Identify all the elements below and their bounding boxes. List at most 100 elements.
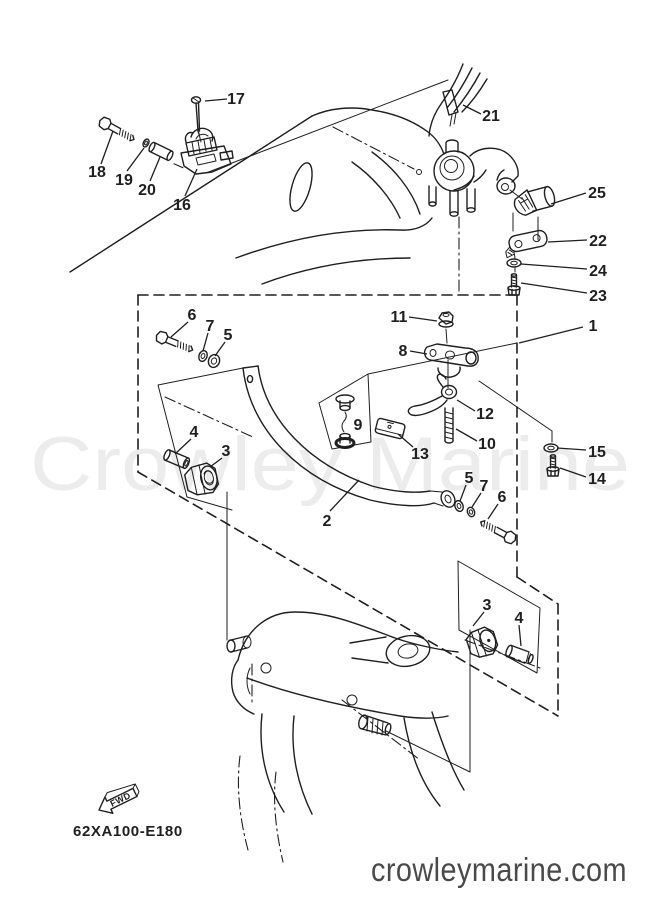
callout-18-1[interactable]: 18: [88, 164, 106, 181]
clamp-stud: [358, 714, 392, 736]
assembly-line-1: [367, 342, 518, 375]
part-nut-3b: [465, 626, 499, 658]
callout-leader-2-24: [329, 479, 360, 512]
swivel-bracket: [428, 139, 523, 295]
callout-20-3[interactable]: 20: [138, 182, 156, 199]
diagram-code: 62XA100-E180: [73, 823, 183, 840]
callout-7-14[interactable]: 7: [206, 318, 215, 335]
part-bolt-23: [507, 273, 521, 296]
callout-21-5[interactable]: 21: [482, 108, 500, 125]
callout-14-23[interactable]: 14: [588, 471, 606, 488]
site-name: crowleymarine.com: [371, 851, 627, 888]
callout-16-4[interactable]: 16: [173, 197, 191, 214]
callout-5-15[interactable]: 5: [224, 327, 233, 344]
part-washer-5a: [207, 353, 221, 369]
callout-leader-6-13: [170, 321, 189, 338]
callout-6-13[interactable]: 6: [188, 307, 197, 324]
part-washer-5b: [454, 499, 464, 513]
mount-panel-9: [318, 373, 372, 450]
callout-leader-17-0: [204, 98, 228, 102]
callout-3-17[interactable]: 3: [222, 443, 231, 460]
clamp-bracket: [226, 491, 471, 863]
part-lever-12: [407, 373, 458, 417]
callout-19-2[interactable]: 19: [115, 172, 133, 189]
assembly-boundary-box: [137, 294, 559, 717]
part-bolt-18: [96, 114, 138, 146]
callout-leader-10-20: [455, 428, 478, 442]
part-bolt-6b: [477, 515, 519, 547]
callout-3-28[interactable]: 3: [483, 597, 492, 614]
fwd-arrow-label: FWD: [108, 790, 132, 809]
callout-leader-16-4: [184, 168, 198, 197]
callout-leader-7-14: [202, 332, 209, 352]
cowl-outline: [69, 79, 449, 285]
fwd-arrow: FWD: [98, 783, 140, 814]
callout-leader-5-15: [214, 341, 226, 357]
callout-17-0[interactable]: 17: [227, 91, 245, 108]
callout-11-10[interactable]: 11: [391, 309, 408, 326]
part-pin-4a: [163, 449, 191, 470]
callout-leader-6-27: [487, 503, 499, 520]
part-damper-25: [512, 185, 556, 241]
callout-7-26[interactable]: 7: [480, 478, 489, 495]
callout-13-19[interactable]: 13: [411, 446, 429, 463]
part-nut-3a: [184, 462, 220, 496]
part-bracket-22: [505, 229, 548, 273]
callout-leader-3-17: [209, 457, 223, 468]
callout-leader-23-9: [520, 282, 588, 294]
part-stud-10: [444, 407, 454, 444]
callout-4-29[interactable]: 4: [515, 610, 524, 627]
callout-12-21[interactable]: 12: [476, 406, 494, 423]
callout-2-24[interactable]: 2: [323, 513, 332, 530]
callout-leader-3-28: [472, 611, 485, 627]
callout-leader-20-3: [149, 156, 161, 182]
callout-25-6[interactable]: 25: [588, 185, 606, 202]
callout-leader-7-26: [471, 492, 482, 508]
callout-5-25[interactable]: 5: [465, 470, 474, 487]
callout-10-20[interactable]: 10: [478, 436, 496, 453]
part-bracket-16: [180, 127, 234, 175]
callout-1-12[interactable]: 1: [589, 318, 598, 335]
callout-leader-12-21: [456, 399, 476, 412]
callout-23-9[interactable]: 23: [589, 288, 607, 305]
callout-leader-14-23: [559, 467, 587, 478]
mount-panel-right: [457, 560, 541, 674]
callout-leader-21-5: [462, 104, 482, 115]
callout-leader-8-11: [409, 350, 428, 355]
mount-panel-left: [157, 367, 256, 511]
part-nut-11: [438, 311, 454, 328]
callout-leader-15-22: [556, 447, 587, 451]
callout-leader-13-19: [397, 433, 414, 448]
part-grommets-9: [334, 394, 356, 449]
callout-leader-4-29: [518, 624, 522, 647]
assembly-line-right: [385, 629, 471, 773]
callout-leader-18-1: [100, 130, 114, 165]
part-bracket-8: [423, 328, 479, 389]
watermark-text: Crowley Marine: [30, 422, 630, 507]
callout-leader-24-8: [520, 263, 588, 270]
part-washer-19: [142, 138, 150, 148]
part-pin-20: [148, 141, 184, 169]
callout-4-16[interactable]: 4: [190, 424, 199, 441]
part-washer-7b: [466, 506, 476, 518]
callout-22-7[interactable]: 22: [589, 233, 607, 250]
callout-leader-4-16: [174, 438, 192, 455]
part-pin-4b: [505, 644, 534, 664]
callout-8-11[interactable]: 8: [399, 343, 408, 360]
callout-9-18[interactable]: 9: [354, 417, 363, 434]
part-cable-clamp-21: [442, 89, 459, 127]
part-washer-24: [506, 258, 522, 268]
callout-leader-25-6: [550, 192, 587, 205]
callout-24-8[interactable]: 24: [589, 263, 607, 280]
callout-15-22[interactable]: 15: [588, 444, 606, 461]
part-washer-7a: [198, 349, 208, 363]
callout-leader-22-7: [547, 239, 588, 243]
steering-cables: [428, 63, 488, 137]
callout-leader-11-10: [408, 316, 438, 322]
callout-leader-19-2: [126, 147, 145, 172]
callout-6-27[interactable]: 6: [498, 489, 507, 506]
callout-leader-5-25: [459, 484, 467, 502]
